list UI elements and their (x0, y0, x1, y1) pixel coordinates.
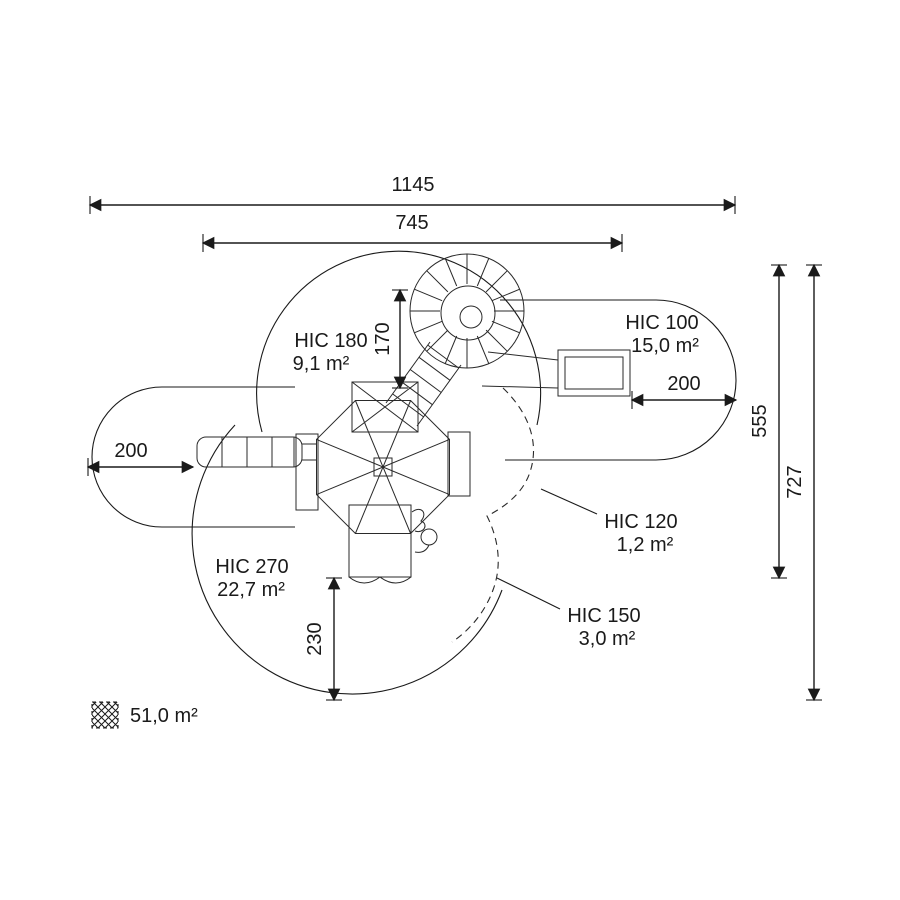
safety-zone-outlines (91, 250, 737, 695)
bottom-climbing-wall (348, 504, 412, 584)
label-hic270: HIC 270 22,7 m² (215, 556, 288, 601)
dim-tube-height-label: 170 (372, 322, 394, 355)
dim-inner-width-label: 745 (395, 212, 428, 234)
slide-exit (557, 349, 631, 397)
hic120-leader-line (540, 488, 598, 515)
legend: 51,0 m² (91, 701, 198, 729)
zone-left-stadium-outline (91, 386, 295, 528)
hic270-area: 22,7 m² (217, 579, 285, 601)
label-hic150: HIC 150 3,0 m² (496, 577, 641, 650)
hic150-name: HIC 150 (567, 605, 640, 627)
dim-tube-height: 170 (372, 288, 408, 390)
dim-bottom-offset-label: 230 (304, 622, 326, 655)
dim-overall-width: 1145 (88, 174, 737, 214)
dimension-lines: 1145 745 170 200 200 (86, 174, 822, 702)
zone-hic120-hic150-dashed-boundary (451, 387, 534, 643)
hic180-area: 9,1 m² (293, 353, 350, 375)
monkey-bar (196, 436, 316, 468)
hic150-area: 3,0 m² (579, 628, 636, 650)
dim-height-overall: 727 (784, 263, 822, 702)
label-hic120: HIC 120 1,2 m² (540, 488, 678, 556)
spring-toy (411, 508, 438, 553)
zone-hic100-outline (500, 299, 737, 461)
dim-height-inner: 555 (749, 263, 787, 580)
left-climb-panel (295, 433, 319, 511)
dim-left-offset-label: 200 (114, 440, 147, 462)
zone-hic180-outline (256, 250, 542, 433)
dim-inner-width: 745 (201, 212, 624, 252)
dim-right-offset-label: 200 (667, 373, 700, 395)
tower-platform (351, 381, 419, 433)
zone-hic270-outline (191, 424, 503, 695)
legend-total-area: 51,0 m² (130, 705, 198, 727)
spiral-segments (410, 254, 524, 368)
label-hic100: HIC 100 15,0 m² (625, 312, 699, 357)
dim-right-offset: 200 (630, 373, 738, 409)
hatched-area-icon (91, 701, 119, 729)
hic100-name: HIC 100 (625, 312, 698, 334)
playground-structure (196, 253, 631, 584)
dim-left-offset: 200 (86, 440, 195, 476)
spiral-tube-slide (409, 253, 525, 369)
hic120-name: HIC 120 (604, 511, 677, 533)
dim-height-inner-label: 555 (749, 404, 771, 437)
hic150-leader-line (496, 577, 561, 610)
climbing-octagon (295, 400, 471, 534)
hic180-name: HIC 180 (294, 330, 367, 352)
slide-entry-hole (459, 305, 483, 329)
right-climb-panel (447, 431, 471, 497)
straight-slide (481, 349, 631, 397)
hic100-area: 15,0 m² (631, 335, 699, 357)
dim-overall-width-label: 1145 (391, 174, 434, 196)
zone-labels: HIC 180 9,1 m² HIC 100 15,0 m² HIC 120 1… (215, 312, 699, 650)
hic270-name: HIC 270 (215, 556, 288, 578)
dim-bottom-offset: 230 (304, 576, 342, 702)
center-post (373, 457, 393, 477)
dim-height-overall-label: 727 (784, 465, 806, 498)
hic120-area: 1,2 m² (617, 534, 674, 556)
label-hic180: HIC 180 9,1 m² (293, 330, 368, 375)
